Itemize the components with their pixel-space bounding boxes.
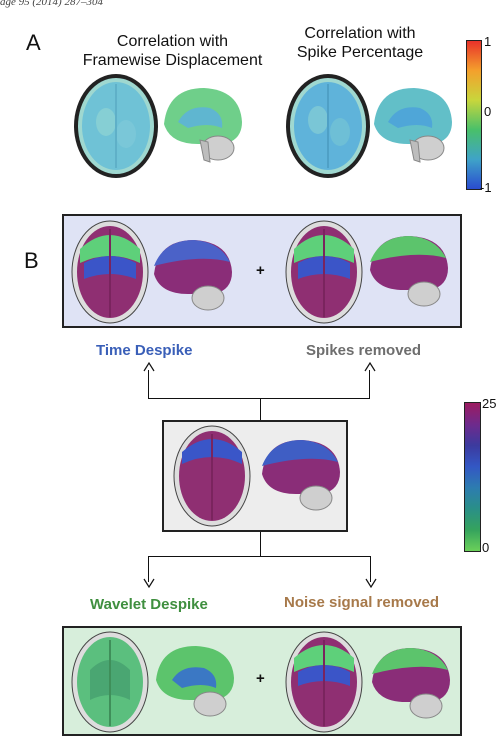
fd-sagittal-brain-image [164, 88, 242, 163]
noise-removed-sagittal-image [372, 648, 450, 719]
wavelet-despike-sagittal-image [156, 646, 234, 717]
panel-a-label: A [26, 30, 41, 55]
colorbar-b-max: 25 [482, 396, 497, 411]
time-despike-axial-image [71, 220, 149, 324]
spikes-removed-label: Spikes removed [306, 342, 422, 359]
panel-b-label: B [24, 248, 39, 273]
connector-left-down [148, 556, 149, 582]
journal-citation: age 95 (2014) 287–304 [0, 0, 103, 8]
wavelet-despike-label: Wavelet Despike [90, 596, 208, 613]
colorbar-a-max: 1 [484, 34, 492, 49]
plus-sign-top: + [256, 262, 265, 279]
arrow-down-right-icon [365, 578, 377, 589]
spike-axial-brain-image [286, 74, 370, 178]
arrow-up-right-icon [364, 361, 376, 372]
connector-left-up [148, 370, 149, 398]
connector-horizontal-bottom [148, 556, 371, 557]
signal-colorbar [464, 402, 481, 552]
spike-correlation-title: Correlation with Spike Percentage [296, 25, 424, 61]
colorbar-b-min: 0 [482, 540, 490, 555]
time-despike-sagittal-image [154, 240, 232, 311]
colorbar-a-min: -1 [480, 180, 492, 195]
time-despike-label: Time Despike [96, 342, 193, 359]
arrow-down-left-icon [143, 578, 155, 589]
correlation-colorbar [466, 40, 482, 190]
colorbar-a-mid: 0 [484, 104, 492, 119]
original-sagittal-image [262, 440, 340, 511]
connector-center-bottom [260, 532, 261, 556]
original-axial-image [173, 425, 251, 527]
wavelet-despike-axial-image [71, 631, 149, 733]
spikes-removed-axial-image [285, 220, 363, 324]
noise-removed-label: Noise signal removed [284, 594, 440, 611]
arrow-up-left-icon [143, 361, 155, 372]
connector-center-top [260, 398, 261, 420]
spikes-removed-sagittal-image [370, 236, 448, 307]
noise-removed-axial-image [285, 631, 363, 733]
fd-axial-brain-image [74, 74, 158, 178]
connector-right-down [370, 556, 371, 582]
plus-sign-bottom: + [256, 670, 265, 687]
spike-sagittal-brain-image [374, 88, 452, 163]
connector-horizontal-top [148, 398, 370, 399]
fd-correlation-title: Correlation with Framewise Displacement [82, 33, 263, 69]
connector-right-up [369, 370, 370, 398]
